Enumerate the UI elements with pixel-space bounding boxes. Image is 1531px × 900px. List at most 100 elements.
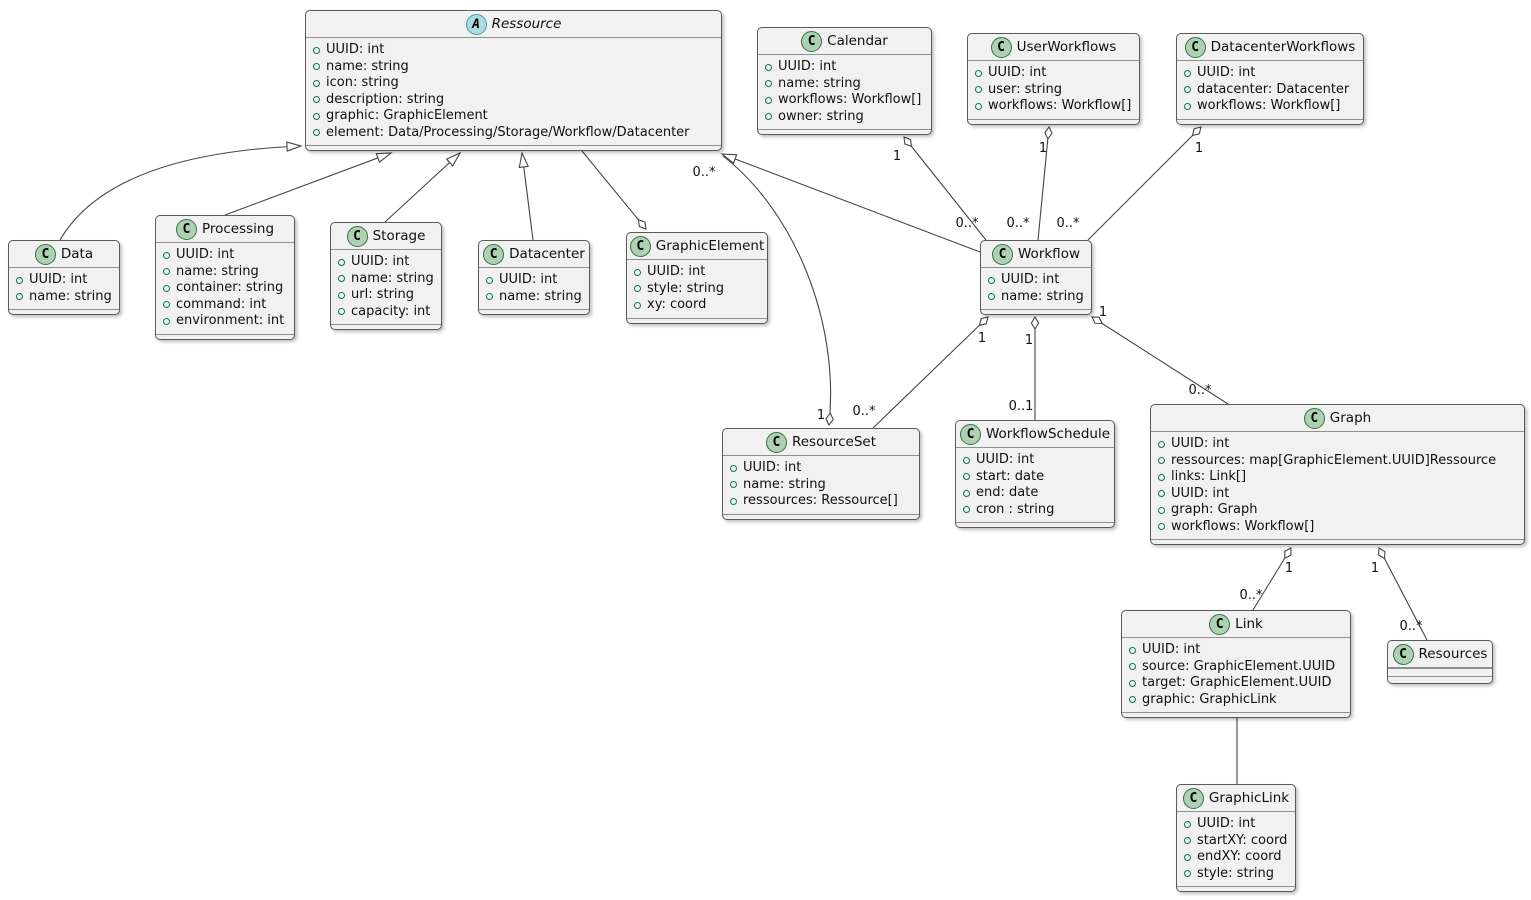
attribute-row: links: Link[] [1158,469,1517,486]
attribute-text: UUID: int [326,42,385,57]
attribute-row: UUID: int [163,247,287,264]
attribute-text: UUID: int [351,254,410,269]
class-title: C Workflow [981,241,1091,268]
attribute-row: user: string [975,82,1132,99]
multiplicity-label: 0..* [692,165,716,180]
class-title: C GraphicElement [627,233,767,260]
multiplicity-label: 1 [1099,305,1107,320]
attribute-row: capacity: int [338,304,434,321]
multiplicity-label: 1 [1195,141,1203,156]
attribute-text: start: date [976,468,1045,484]
attribute-row: workflows: Workflow[] [1158,519,1517,536]
multiplicity-label: 1 [1285,561,1293,576]
class-title: C Calendar [758,28,931,55]
attribute-row: UUID: int [1129,642,1343,659]
edge-inheritance-datacenter-ressource [518,151,534,241]
attribute-text: UUID: int [499,272,558,287]
edge-inheritance-storage-ressource [384,151,462,223]
field-visibility-icon [16,276,23,284]
methods-section [9,309,119,314]
attribute-row: UUID: int [1158,436,1517,453]
class-title: C UserWorkflows [968,34,1139,61]
field-visibility-icon [313,129,320,137]
edge-inheritance-workflow-ressource [720,153,981,253]
class-title: C Processing [156,216,294,243]
attribute-row: workflows: Workflow[] [1184,98,1356,115]
edge-aggregation-workflow-resourceset [872,317,988,429]
attribute-text: ressources: Ressource[] [743,493,898,508]
field-visibility-icon [1158,440,1165,448]
field-visibility-icon [765,63,772,71]
field-visibility-icon [765,113,772,121]
attribute-row: target: GraphicElement.UUID [1129,675,1343,692]
field-visibility-icon [1158,490,1165,498]
attribute-text: UUID: int [778,59,837,74]
field-visibility-icon [313,46,320,54]
class-name: Datacenter [509,246,585,262]
attribute-row: name: string [338,271,434,288]
field-visibility-icon [730,464,737,472]
methods-section [758,129,931,134]
attribute-row: UUID: int [16,272,112,289]
edge-aggregation-graph-resources [1379,548,1428,641]
attribute-row: style: string [634,281,760,298]
attribute-text: ressources: map[GraphicElement.UUID]Ress… [1171,452,1497,468]
attribute-row: name: string [486,289,582,306]
class-icon: C [629,235,651,257]
attribute-text: source: GraphicElement.UUID [1142,658,1336,674]
attribute-text: description: string [326,91,445,107]
methods-section [627,317,767,324]
attribute-row: startXY: coord [1184,833,1288,850]
attribute-text: command: int [176,296,267,312]
class-icon: C [175,218,197,240]
class-icon: C [1392,643,1414,665]
attribute-row: UUID: int [730,460,912,477]
methods-section [1177,886,1295,891]
methods-section [981,309,1091,314]
class-name: WorkflowSchedule [985,426,1111,442]
attribute-row: description: string [313,92,714,109]
edge-aggregation-calendar-workflow [904,137,987,241]
attribute-text: name: string [499,288,582,304]
methods-section [1388,676,1492,683]
class-title: C Datacenter [479,241,589,268]
methods-section [956,522,1114,527]
attribute-text: UUID: int [647,264,706,279]
edge-inheritance-data-ressource [59,141,303,241]
field-visibility-icon [730,497,737,505]
attribute-row: name: string [730,477,912,494]
attribute-row: environment: int [163,313,287,330]
field-visibility-icon [963,489,970,497]
attribute-text: name: string [29,288,112,304]
attribute-text: graph: Graph [1171,502,1258,517]
attribute-row: UUID: int [765,59,924,76]
field-visibility-icon [1184,870,1191,878]
field-visibility-icon [975,69,982,77]
edge-aggregation-workflow-graph [1092,317,1229,405]
class-title: C ResourceSet [723,429,919,456]
attribute-text: workflows: Workflow[] [988,98,1132,113]
attribute-text: workflows: Workflow[] [1197,98,1341,113]
attribute-row: workflows: Workflow[] [975,98,1132,115]
class-icon: C [765,431,787,453]
attribute-text: graphic: GraphicLink [1142,691,1277,707]
class-name: Ressource [491,16,562,32]
class-name: UserWorkflows [1016,39,1117,55]
class-icon: C [1209,613,1231,635]
class-name: DatacenterWorkflows [1210,39,1356,55]
attribute-text: UUID: int [988,65,1047,80]
attribute-text: name: string [778,75,861,91]
attribute-row: name: string [313,59,714,76]
